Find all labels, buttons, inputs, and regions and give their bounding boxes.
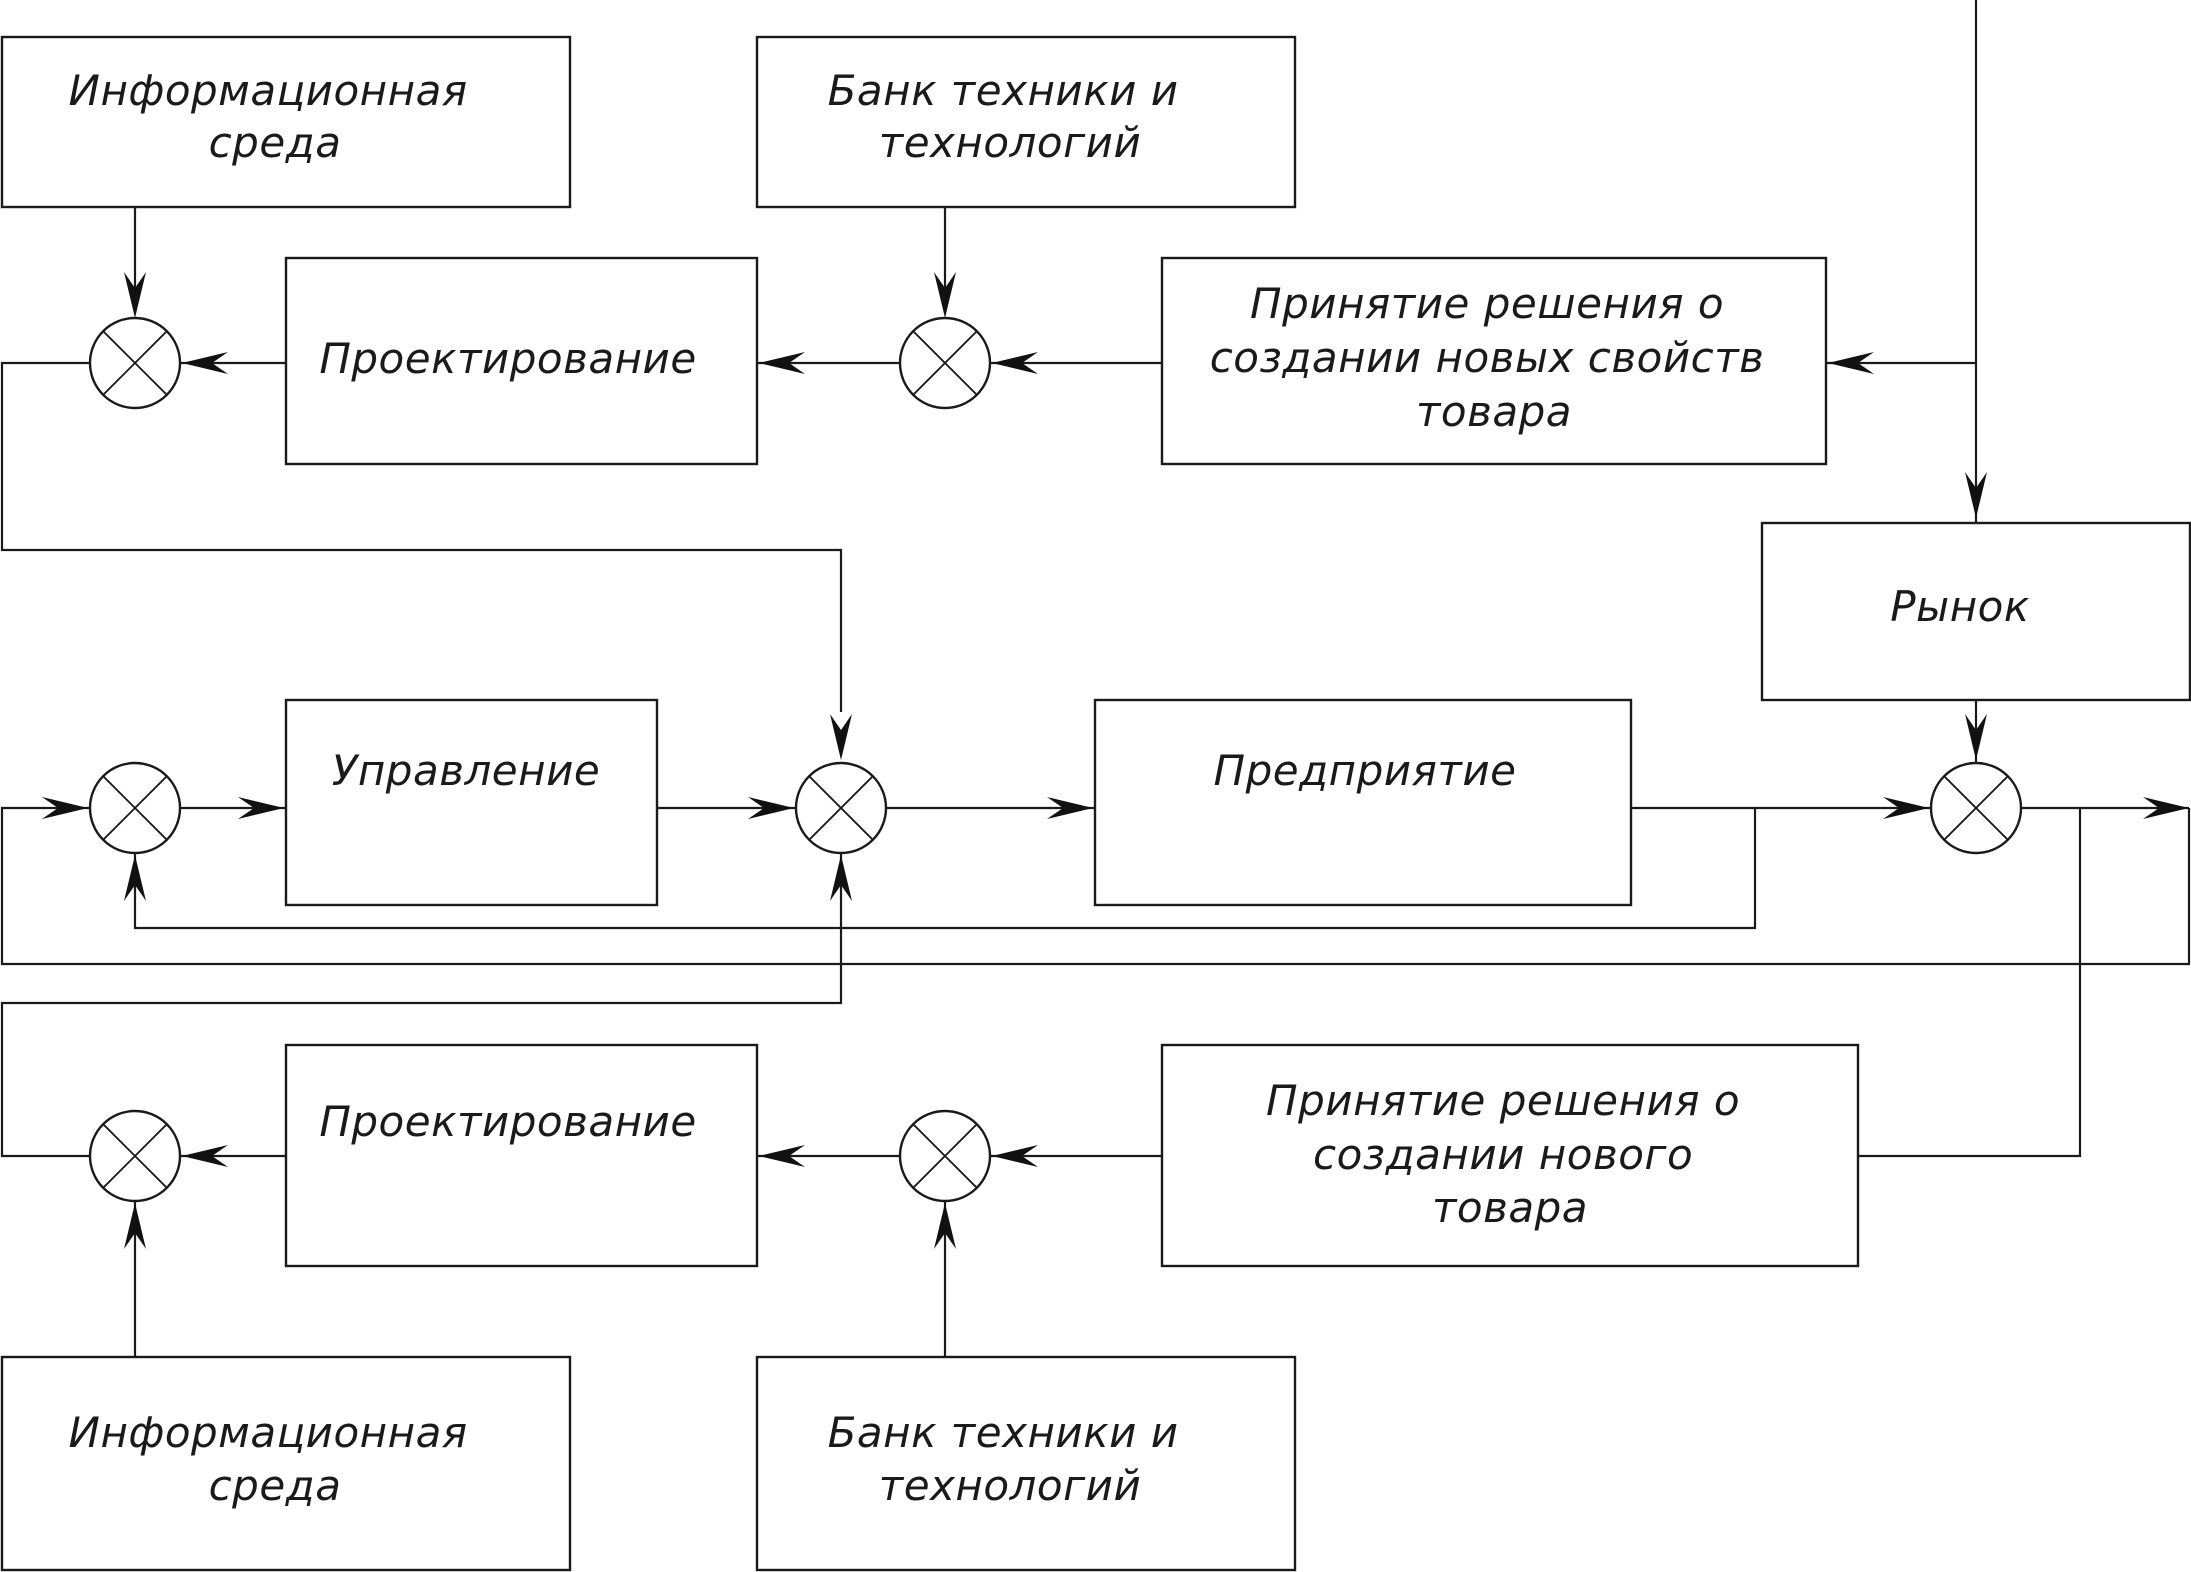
- arrowhead: [1965, 472, 1987, 518]
- block-market: Рынок: [1760, 521, 2191, 702]
- arrowhead: [759, 1145, 805, 1167]
- block-enterprise: Предприятие: [1093, 698, 1633, 907]
- sum-bottom-left: [88, 1109, 182, 1203]
- arrowhead: [1883, 797, 1929, 819]
- block-info-top: Информационная среда: [0, 35, 572, 209]
- sum-control-input: [88, 761, 182, 855]
- wire-bottom-loop-to-center: [0, 853, 843, 1158]
- arrowhead: [42, 797, 88, 819]
- block-label: Проектирование: [319, 1097, 696, 1146]
- wire-outer-feedback: [0, 806, 2191, 966]
- block-design-top: Проектирование: [284, 256, 759, 466]
- sum-bottom-mid: [898, 1109, 992, 1203]
- arrowhead: [1965, 714, 1987, 760]
- block-label: Банк техники и технологий: [828, 66, 1193, 167]
- sum-top-mid: [898, 316, 992, 410]
- sum-top-left: [88, 316, 182, 410]
- block-label: Банк техники и технологий: [828, 1408, 1193, 1510]
- block-decision-new: Принятие решения о создании нового товар…: [1160, 1043, 1860, 1268]
- wire-inner-feedback: [133, 808, 1757, 930]
- arrowhead: [1047, 797, 1093, 819]
- arrowhead: [238, 797, 284, 819]
- arrowhead: [182, 1145, 228, 1167]
- block-label: Принятие решения о создании нового товар…: [1266, 1076, 1754, 1232]
- block-label: Управление: [332, 746, 600, 795]
- sum-market: [1929, 761, 2023, 855]
- block-design-bottom: Проектирование: [284, 1043, 759, 1268]
- arrowhead: [748, 797, 794, 819]
- block-bank-top: Банк техники и технологий: [755, 35, 1297, 209]
- arrowhead: [2143, 797, 2189, 819]
- block-decision-props: Принятие решения о создании новых свойст…: [1160, 256, 1828, 466]
- arrowhead: [759, 352, 805, 374]
- arrowhead: [934, 1203, 956, 1249]
- arrowhead: [992, 352, 1038, 374]
- block-label: Принятие решения о создании новых свойст…: [1210, 279, 1779, 436]
- block-bank-bottom: Банк техники и технологий: [755, 1355, 1297, 1572]
- wire-output-to-decision-new: [1858, 808, 2082, 1158]
- arrowhead: [124, 855, 146, 901]
- arrowhead: [830, 714, 852, 760]
- sum-center: [794, 761, 888, 855]
- arrowhead: [992, 1145, 1038, 1167]
- arrowhead: [934, 272, 956, 318]
- arrowhead: [1828, 352, 1874, 374]
- arrowhead: [124, 1203, 146, 1249]
- arrowheads: [42, 272, 2189, 1249]
- block-label: Информационная среда: [69, 1408, 482, 1510]
- summing-junctions: [88, 316, 2023, 1203]
- block-label: Проектирование: [319, 334, 696, 383]
- arrowhead: [830, 855, 852, 901]
- arrowhead: [182, 352, 228, 374]
- block-info-bottom: Информационная среда: [0, 1355, 572, 1572]
- block-control: Управление: [284, 698, 659, 907]
- wire-top-loop-to-center: [0, 361, 843, 712]
- block-label: Рынок: [1890, 582, 2030, 631]
- block-label: Предприятие: [1214, 746, 1517, 795]
- block-label: Информационная среда: [69, 66, 482, 167]
- arrowhead: [124, 272, 146, 318]
